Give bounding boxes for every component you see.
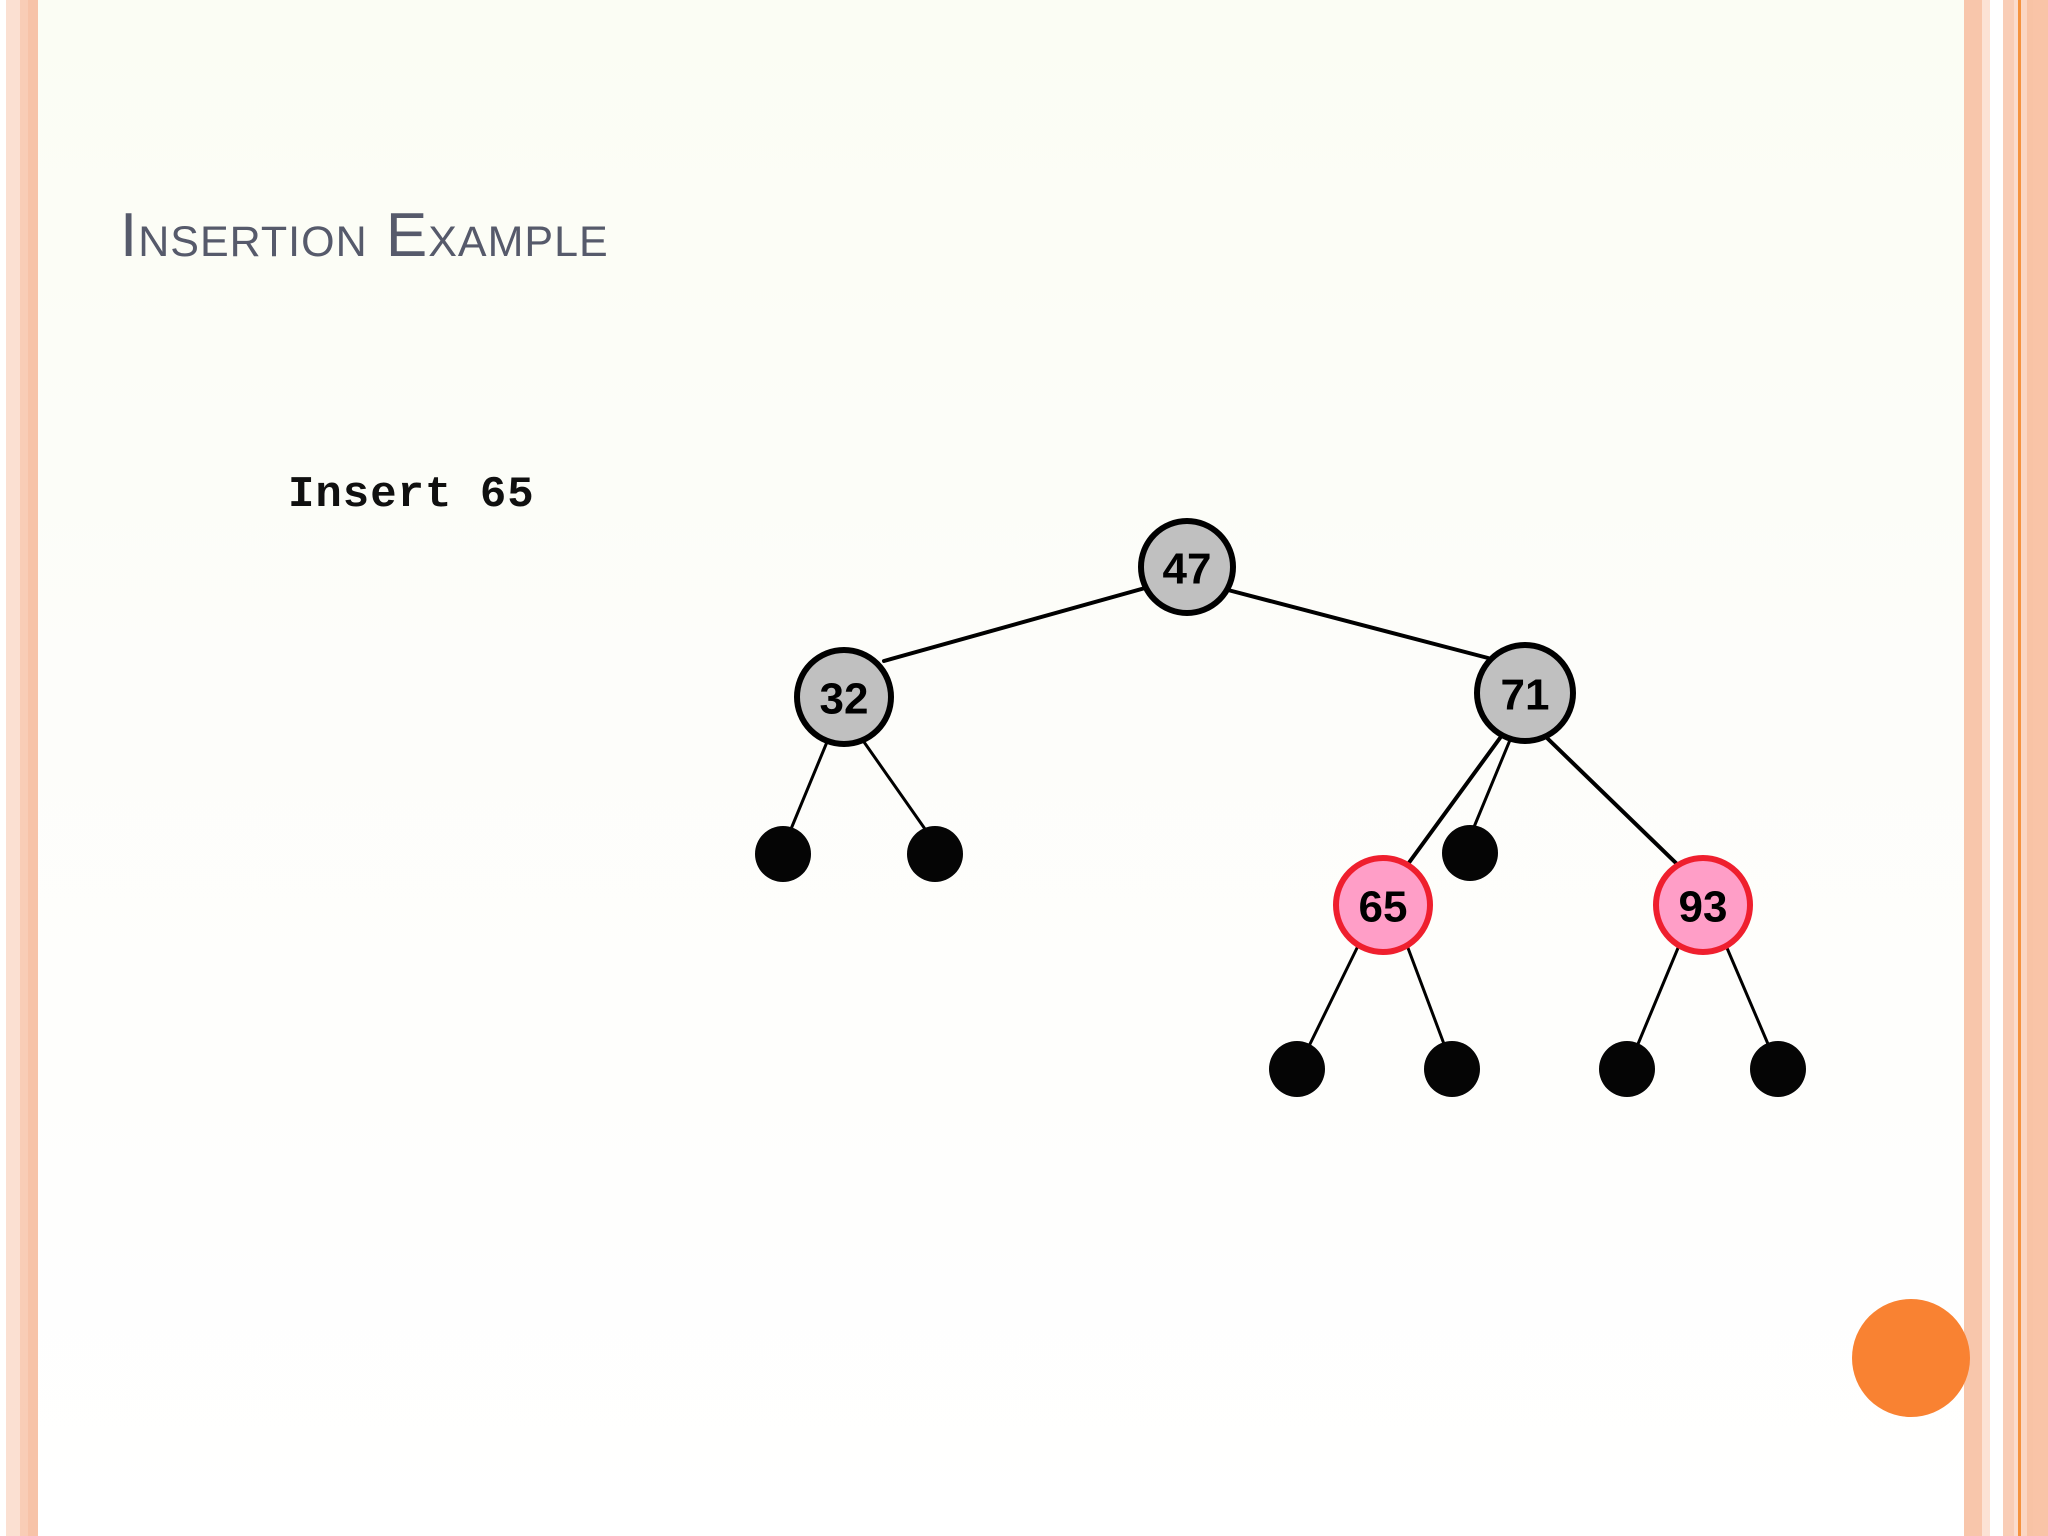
- right-decor-stripe-7: [2033, 0, 2048, 1536]
- tree-node-32: 32: [794, 647, 894, 747]
- right-decor-stripe-1: [1964, 0, 1982, 1536]
- tree-edge: [1472, 738, 1512, 829]
- insert-caption: Insert 65: [288, 470, 535, 520]
- tree-edge: [1406, 736, 1502, 866]
- tree-edge: [1725, 946, 1770, 1046]
- tree-key-nodes-layer: 47 32 71 65 93: [794, 518, 1753, 955]
- right-edge-white-stripe: [1990, 0, 2003, 1536]
- tree-node-label: 65: [1359, 883, 1408, 932]
- tree-edge: [862, 740, 927, 831]
- right-decor-stripe-6: [2027, 0, 2033, 1536]
- left-edge-white-stripe: [0, 0, 6, 1536]
- tree-node-65: 65: [1333, 855, 1433, 955]
- left-decor-stripe-1: [6, 0, 20, 1536]
- right-decor-stripe-5: [2021, 0, 2027, 1536]
- tree-nil-nodes-layer: [755, 825, 1806, 1097]
- tree-nil-node: [1269, 1041, 1325, 1097]
- tree-edge: [1308, 946, 1359, 1046]
- accent-circle-decoration: [1852, 1299, 1970, 1417]
- tree-edge: [882, 586, 1147, 663]
- tree-edge: [789, 740, 829, 831]
- tree-node-circle: [1138, 518, 1236, 616]
- tree-node-93: 93: [1653, 855, 1753, 955]
- tree-edge: [1636, 946, 1680, 1046]
- right-decor-stripe-4: [2014, 0, 2018, 1536]
- tree-nil-node: [1599, 1041, 1655, 1097]
- tree-edge: [1544, 735, 1680, 867]
- tree-node-circle: [1653, 855, 1753, 955]
- tree-node-label: 47: [1163, 545, 1212, 594]
- tree-node-71: 71: [1474, 642, 1576, 744]
- tree-nil-node: [755, 826, 811, 882]
- tree-nil-node: [1750, 1041, 1806, 1097]
- page-title: Insertion Example: [120, 201, 609, 270]
- left-decor-stripe-2: [20, 0, 28, 1536]
- tree-edge: [1406, 946, 1446, 1046]
- tree-node-circle: [1333, 855, 1433, 955]
- tree-node-circle: [794, 647, 894, 747]
- tree-edge: [1226, 588, 1490, 660]
- tree-nil-node: [907, 826, 963, 882]
- tree-node-circle: [1474, 642, 1576, 744]
- right-decor-stripe-2: [1982, 0, 1990, 1536]
- slide-body-background: [38, 0, 1964, 1536]
- left-decor-stripe-3: [28, 0, 38, 1536]
- right-decor-stripe-3: [2003, 0, 2014, 1536]
- right-accent-line: [2018, 0, 2021, 1536]
- tree-node-label: 93: [1679, 883, 1728, 932]
- tree-node-label: 71: [1501, 671, 1550, 720]
- tree-nil-node: [1442, 825, 1498, 881]
- tree-edges-layer: [789, 586, 1770, 1046]
- tree-node-label: 32: [820, 675, 869, 724]
- tree-nil-node: [1424, 1041, 1480, 1097]
- tree-node-47: 47: [1138, 518, 1236, 616]
